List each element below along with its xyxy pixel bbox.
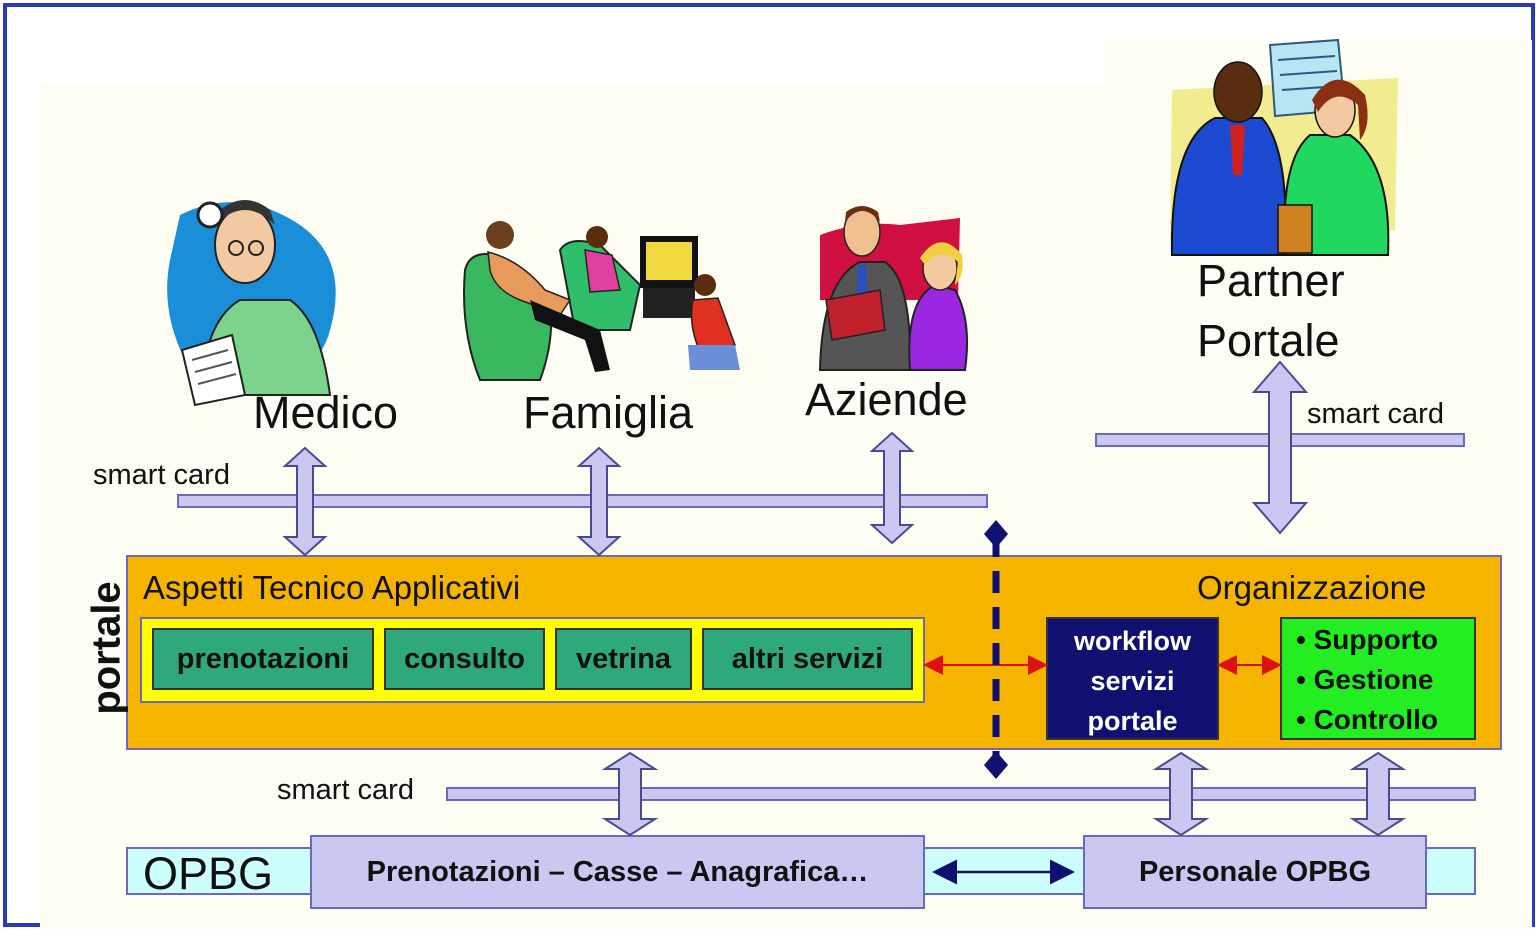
org-item-controllo: • Controllo [1296, 704, 1438, 735]
family-clipart-icon [463, 221, 740, 381]
opbg-systems-box[interactable]: Prenotazioni – Casse – Anagrafica… [310, 835, 925, 909]
smart-card-bar-bottom [446, 787, 1476, 801]
arrow-aziende [869, 431, 915, 545]
workflow-box[interactable]: workflow servizi portale [1046, 617, 1219, 740]
smart-card-label-bottom: smart card [277, 774, 414, 806]
divider-top-diamond-icon [984, 520, 1008, 548]
organizzazione-box[interactable]: • Supporto • Gestione • Controllo [1280, 617, 1476, 740]
org-item-supporto: • Supporto [1296, 624, 1438, 655]
tech-title: Aspetti Tecnico Applicativi [143, 569, 521, 606]
workflow-line-3: portale [1087, 706, 1178, 736]
smart-card-label-partner: smart card [1307, 398, 1444, 430]
service-vetrina[interactable]: vetrina [555, 628, 692, 690]
smart-card-bar-top [177, 494, 988, 508]
arrow-portal-opbg [601, 751, 659, 837]
arrow-workflow-personale [1152, 751, 1210, 837]
arrow-medico [282, 446, 328, 557]
arrow-famiglia [576, 446, 622, 557]
service-altri-servizi[interactable]: altri servizi [702, 628, 913, 690]
org-title: Organizzazione [1197, 569, 1427, 606]
actor-label-famiglia: Famiglia [523, 387, 694, 438]
org-item-gestione: • Gestione [1296, 664, 1434, 695]
actor-label-medico: Medico [253, 387, 399, 438]
arrow-org-personale [1349, 751, 1407, 837]
arrow-partner [1251, 360, 1309, 535]
service-prenotazioni[interactable]: prenotazioni [152, 628, 374, 690]
actor-label-portale: Portale [1197, 315, 1340, 366]
personale-opbg-box[interactable]: Personale OPBG [1083, 835, 1427, 909]
actor-label-aziende: Aziende [805, 374, 968, 425]
workflow-line-1: workflow [1073, 626, 1191, 656]
doctor-clipart-icon [167, 200, 336, 407]
workflow-line-2: servizi [1090, 666, 1175, 696]
vertical-arrows [282, 360, 1407, 837]
opbg-label: OPBG [143, 848, 274, 899]
divider-bottom-diamond-icon [984, 751, 1008, 779]
partner-clipart-icon [1170, 38, 1398, 256]
actor-label-partner: Partner [1197, 255, 1345, 306]
service-consulto[interactable]: consulto [384, 628, 545, 690]
business-clipart-icon [818, 206, 969, 371]
smart-card-label-top: smart card [93, 459, 230, 491]
